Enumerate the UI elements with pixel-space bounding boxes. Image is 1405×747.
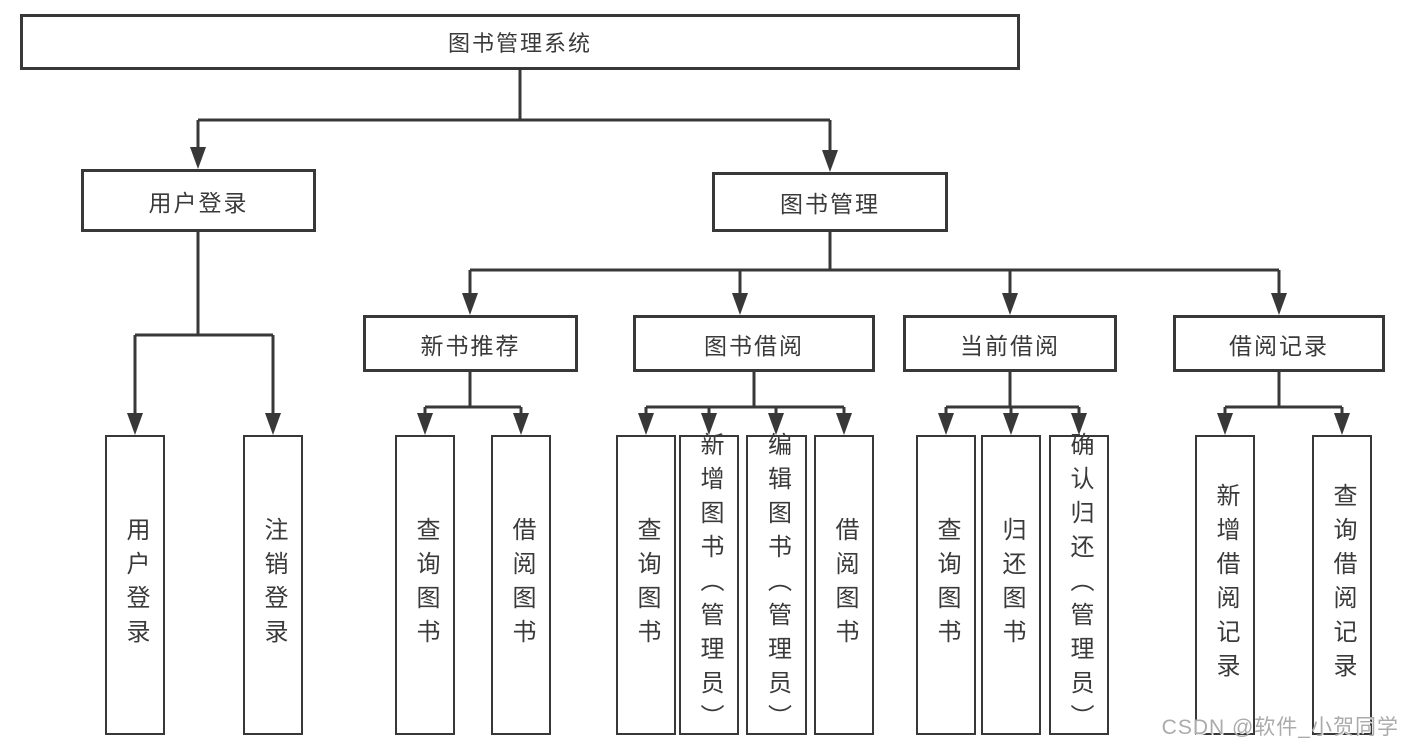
node-label: 图书管理系统 (447, 31, 592, 56)
leaf-label: 编辑图书（管理员） (763, 432, 791, 738)
leaf-return-books: 归还图书 (981, 435, 1041, 735)
leaf-label: 查询图书 (412, 517, 439, 653)
leaf-query-borrow-record: 查询借阅记录 (1312, 435, 1372, 735)
leaf-label: 借阅图书 (831, 517, 858, 653)
leaf-query-books-current: 查询图书 (916, 435, 976, 735)
leaf-label: 归还图书 (998, 517, 1025, 653)
leaf-edit-books-admin: 编辑图书（管理员） (746, 432, 807, 738)
leaf-logout: 注销登录 (243, 435, 303, 735)
leaf-label: 查询借阅记录 (1329, 483, 1356, 687)
leaf-borrow-books-recommend: 借阅图书 (491, 435, 551, 735)
leaf-label: 借阅图书 (508, 517, 535, 653)
node-label: 图书借阅 (704, 332, 804, 359)
node-user-login: 用户登录 (81, 169, 316, 232)
leaf-label: 确认归还（管理员） (1066, 432, 1093, 738)
leaf-label: 新增借阅记录 (1212, 483, 1239, 687)
node-label: 当前借阅 (960, 332, 1060, 359)
csdn-watermark: CSDN @软件_小贺同学 (1161, 716, 1399, 739)
node-new-book-recommendation: 新书推荐 (363, 315, 578, 372)
node-label: 新书推荐 (420, 332, 521, 359)
node-label: 图书管理 (780, 191, 880, 217)
node-library-management-system: 图书管理系统 (20, 14, 1020, 70)
node-borrowing-records: 借阅记录 (1173, 315, 1385, 372)
node-current-borrowing: 当前借阅 (903, 315, 1117, 372)
leaf-add-books-admin: 新增图书（管理员） (679, 432, 739, 738)
leaf-borrow-books: 借阅图书 (814, 435, 874, 735)
node-book-management: 图书管理 (712, 172, 948, 232)
leaf-label: 查询图书 (633, 517, 660, 653)
leaf-confirm-return-admin: 确认归还（管理员） (1049, 432, 1109, 738)
leaf-label: 查询图书 (933, 517, 960, 653)
node-label: 用户登录 (148, 189, 249, 216)
leaf-label: 用户登录 (122, 517, 149, 653)
leaf-add-borrow-record: 新增借阅记录 (1195, 435, 1255, 735)
leaf-label: 新增图书（管理员） (696, 432, 723, 738)
leaf-query-books-recommend: 查询图书 (395, 435, 455, 735)
leaf-label: 注销登录 (260, 517, 287, 653)
leaf-user-login: 用户登录 (105, 435, 165, 735)
leaf-query-books-borrow: 查询图书 (616, 435, 676, 735)
node-label: 借阅记录 (1229, 332, 1329, 359)
node-book-borrowing: 图书借阅 (633, 315, 875, 372)
